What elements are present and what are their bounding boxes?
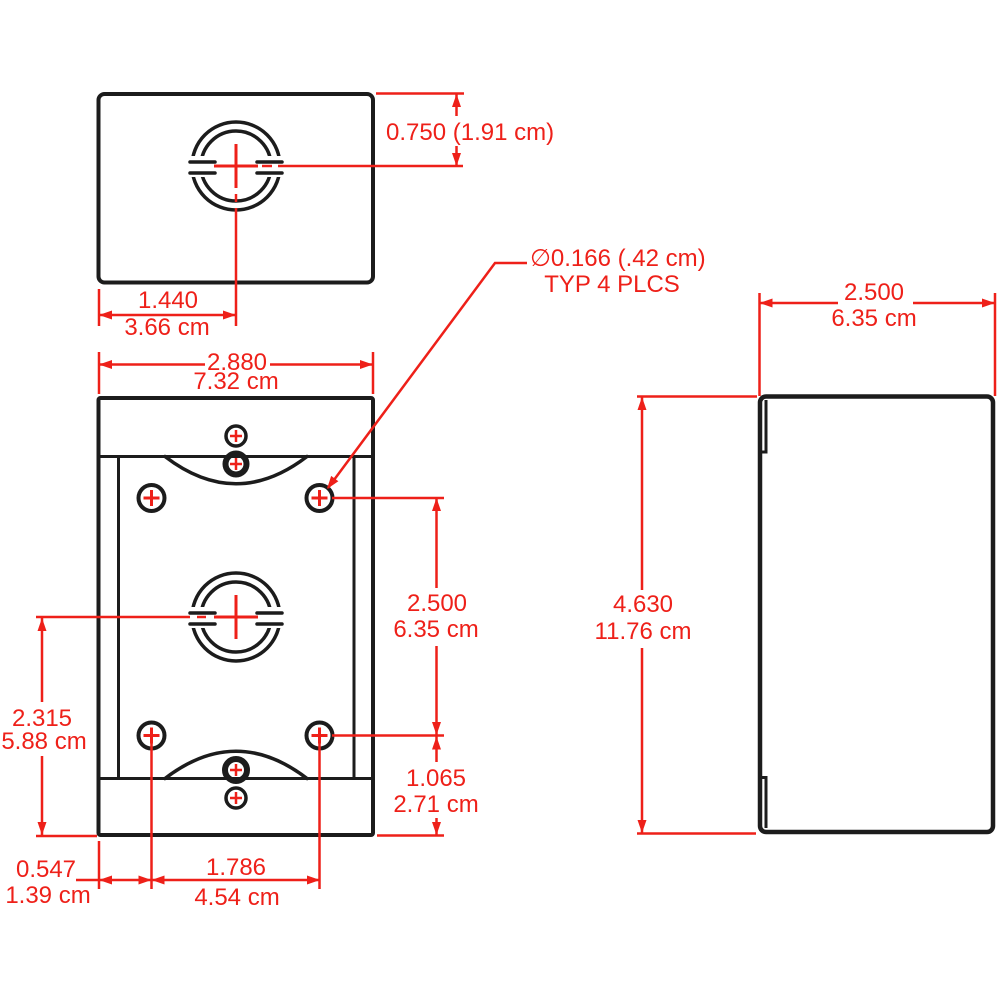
mounting-hole	[304, 483, 335, 513]
side-top-lip	[760, 400, 768, 454]
dim-hole-vspacing-in: 2.500	[407, 590, 467, 617]
dimension-knockout-to-bottom: 2.315 5.88 cm	[1, 615, 206, 838]
screw-hole	[222, 756, 250, 784]
dim-side-depth-in: 2.500	[844, 279, 904, 306]
dim-edge-hole-cm: 1.39 cm	[5, 882, 90, 909]
screw-hole	[222, 450, 250, 478]
dim-top-center-cm: 3.66 cm	[124, 314, 209, 341]
screw-hole	[224, 424, 248, 448]
dim-hole-hspacing-cm: 4.54 cm	[194, 884, 279, 911]
callout-leader	[326, 261, 527, 489]
top-knockout-centerlines	[234, 164, 463, 326]
mounting-hole	[136, 483, 167, 513]
dimension-hole-to-bottom: 1.065 2.71 cm	[377, 735, 479, 837]
front-bottom-plate-curve	[163, 749, 309, 781]
dim-side-height-in: 4.630	[613, 591, 673, 618]
dim-hole-vspacing-cm: 6.35 cm	[393, 616, 478, 643]
dimension-hole-vspacing: 2.500 6.35 cm	[332, 496, 479, 737]
callout-diameter-label: ∅0.166 (.42 cm)	[530, 245, 706, 272]
dimension-top-offset: 0.750 (1.91 cm)	[376, 92, 554, 166]
dimension-side-height: 4.630 11.76 cm	[595, 395, 757, 835]
dim-top-offset-label: 0.750 (1.91 cm)	[386, 119, 554, 146]
hole-callout: ∅0.166 (.42 cm) TYP 4 PLCS	[323, 245, 706, 492]
side-view	[757, 394, 996, 835]
screw-hole	[224, 786, 248, 810]
dimension-top-center: 1.440 3.66 cm	[97, 287, 236, 341]
dim-hole-hspacing-in: 1.786	[206, 854, 266, 881]
side-view-outline	[757, 394, 996, 835]
dim-top-center-in: 1.440	[138, 287, 198, 314]
dim-edge-hole-in: 0.547	[16, 856, 76, 883]
dimension-front-width: 2.880 7.32 cm	[97, 349, 375, 395]
dim-front-width-cm: 7.32 cm	[193, 368, 278, 395]
dim-center-bottom-cm: 5.88 cm	[1, 728, 86, 755]
dim-center-bottom-in: 2.315	[12, 705, 72, 732]
dim-side-depth-cm: 6.35 cm	[831, 305, 916, 332]
front-top-plate-curve	[163, 454, 309, 486]
dim-hole-bottom-in: 1.065	[406, 765, 466, 792]
dimensions: 0.750 (1.91 cm) 1.440 3.66 cm 2.880 7.32…	[1, 92, 997, 911]
dim-hole-bottom-cm: 2.71 cm	[393, 791, 478, 818]
dimension-side-depth: 2.500 6.35 cm	[758, 279, 997, 396]
dim-front-width-in: 2.880	[207, 349, 267, 376]
dim-side-height-cm: 11.76 cm	[595, 618, 692, 645]
side-bottom-lip	[760, 776, 768, 828]
dimension-bottom-holes: 0.547 1.39 cm 1.786 4.54 cm	[5, 743, 321, 911]
callout-typ-label: TYP 4 PLCS	[544, 271, 680, 298]
